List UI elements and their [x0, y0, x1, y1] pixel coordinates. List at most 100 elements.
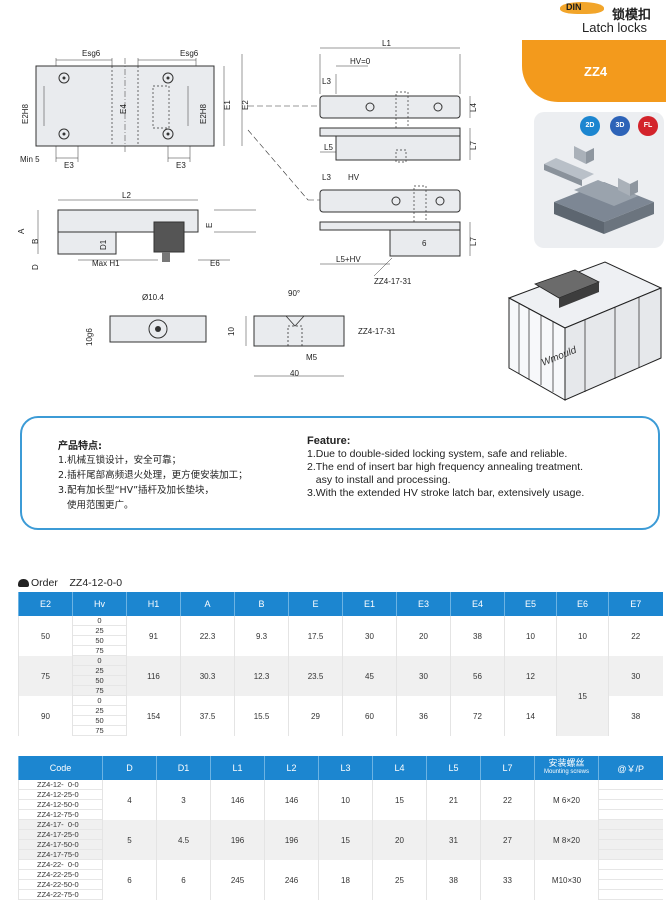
table2-header-l5: L5	[426, 756, 481, 780]
table2-cell-l2: 146	[264, 780, 319, 820]
feature-en-line-2: 2.The end of insert bar high frequency a…	[307, 461, 584, 473]
table1-cell-h1: 116	[126, 656, 181, 696]
3d-pill-icon[interactable]: 3D	[610, 116, 630, 136]
dim-l5hv: L5+HV	[336, 255, 361, 264]
table1-cell-e3: 36	[396, 696, 451, 736]
code-value: ZZ4-17-50-0	[19, 840, 102, 850]
table2-cell-price	[598, 860, 663, 900]
table2-header-l2: L2	[264, 756, 319, 780]
table1-cell-b: 15.5	[234, 696, 289, 736]
table1-cell-e3: 30	[396, 656, 451, 696]
table1-cell-e6: 10	[556, 616, 609, 656]
dim-10g6: 10g6	[85, 328, 94, 346]
dim-l7-top: L7	[469, 141, 478, 150]
product-code-badge	[522, 40, 666, 102]
table2-cell-l4: 20	[372, 820, 427, 860]
table2-header-code: Code	[18, 756, 103, 780]
table1-cell-e7: 22	[608, 616, 663, 656]
table1-cell-e2: 50	[18, 616, 73, 656]
code-value: ZZ4-22- 0-0	[19, 860, 102, 870]
price-cell	[599, 830, 663, 840]
table1-cell-e3: 20	[396, 616, 451, 656]
dim-l2: L2	[122, 191, 131, 200]
dim-e3-left: E3	[64, 161, 74, 170]
table2-header-d1: D1	[156, 756, 211, 780]
dim-l7-bottom: L7	[469, 237, 478, 246]
table2-cell-l2: 196	[264, 820, 319, 860]
dim-l4: L4	[469, 103, 478, 112]
dim-m5: M5	[306, 353, 318, 362]
table2-cell-l7: 22	[480, 780, 535, 820]
dim-e6: E6	[210, 259, 220, 268]
dim-a: A	[18, 228, 26, 234]
fl-pill-icon[interactable]: FL	[638, 116, 658, 136]
price-cell	[599, 860, 663, 870]
table2-cell-l1: 245	[210, 860, 265, 900]
table2-cell-screw: M 6×20	[534, 780, 599, 820]
dim-40: 40	[290, 369, 299, 378]
table2-cell-price	[598, 780, 663, 820]
dim-e4: E4	[119, 104, 128, 114]
table2-header-l7: L7	[480, 756, 535, 780]
hv-value: 25	[73, 626, 126, 636]
table1-cell-e2: 75	[18, 656, 73, 696]
table1-cell-e: 17.5	[288, 616, 343, 656]
2d-pill-icon[interactable]: 2D	[580, 116, 600, 136]
part-note-latch: ZZ4-17-31	[374, 277, 412, 286]
code-value: ZZ4-17-25-0	[19, 830, 102, 840]
feature-box	[20, 416, 660, 530]
hv-value: 50	[73, 636, 126, 646]
table1-cell-e7: 38	[608, 696, 663, 736]
table1-cell-h1: 91	[126, 616, 181, 656]
table1-cell-h1: 154	[126, 696, 181, 736]
dim-10: 10	[227, 327, 236, 336]
table1-cell-e4: 38	[450, 616, 505, 656]
price-cell	[599, 850, 663, 860]
table1-cell-e5: 12	[504, 656, 557, 696]
order-example: Order ZZ4-12-0-0	[18, 577, 122, 589]
page-title-cn: 锁模扣	[612, 8, 652, 23]
table1-header-e7: E7	[608, 592, 663, 616]
price-cell	[599, 800, 663, 810]
price-cell	[599, 790, 663, 800]
feature-en-line-1: 1.Due to double-sided locking system, sa…	[307, 448, 568, 460]
dim-esg6-left: Esg6	[82, 49, 101, 58]
price-cells	[599, 820, 663, 860]
part-note-block: ZZ4-17-31	[358, 327, 396, 336]
table2-cell-d1: 6	[156, 860, 211, 900]
dim-esg6-right: Esg6	[180, 49, 199, 58]
phone-icon	[18, 579, 29, 587]
price-cell	[599, 870, 663, 880]
dim-e2h8-left: E2H8	[21, 103, 30, 124]
table2-header-l3: L3	[318, 756, 373, 780]
table1-header-e: E	[288, 592, 343, 616]
feature-cn-line-2: 2.插杆尾部高频退火处理，更方便安装加工；	[58, 470, 248, 481]
price-cell	[599, 810, 663, 820]
table2-header-price: @￥/P	[598, 756, 663, 780]
screw-header-cn: 安装螺丝	[548, 758, 585, 768]
order-label: Order	[31, 577, 58, 589]
table2-cell-screw: M 8×20	[534, 820, 599, 860]
dim-max-h1: Max H1	[92, 259, 120, 268]
dim-l3-bottom: L3	[322, 173, 331, 182]
code-value: ZZ4-22-50-0	[19, 880, 102, 890]
table1-cell-e: 29	[288, 696, 343, 736]
block-view	[253, 315, 345, 347]
hv-value: 0	[73, 696, 126, 706]
price-cell	[599, 820, 663, 830]
code-value: ZZ4-12-50-0	[19, 800, 102, 810]
table1-cell-e7: 30	[608, 656, 663, 696]
price-cell	[599, 780, 663, 790]
hv-value: 25	[73, 706, 126, 716]
order-code: ZZ4-12-0-0	[69, 577, 123, 589]
